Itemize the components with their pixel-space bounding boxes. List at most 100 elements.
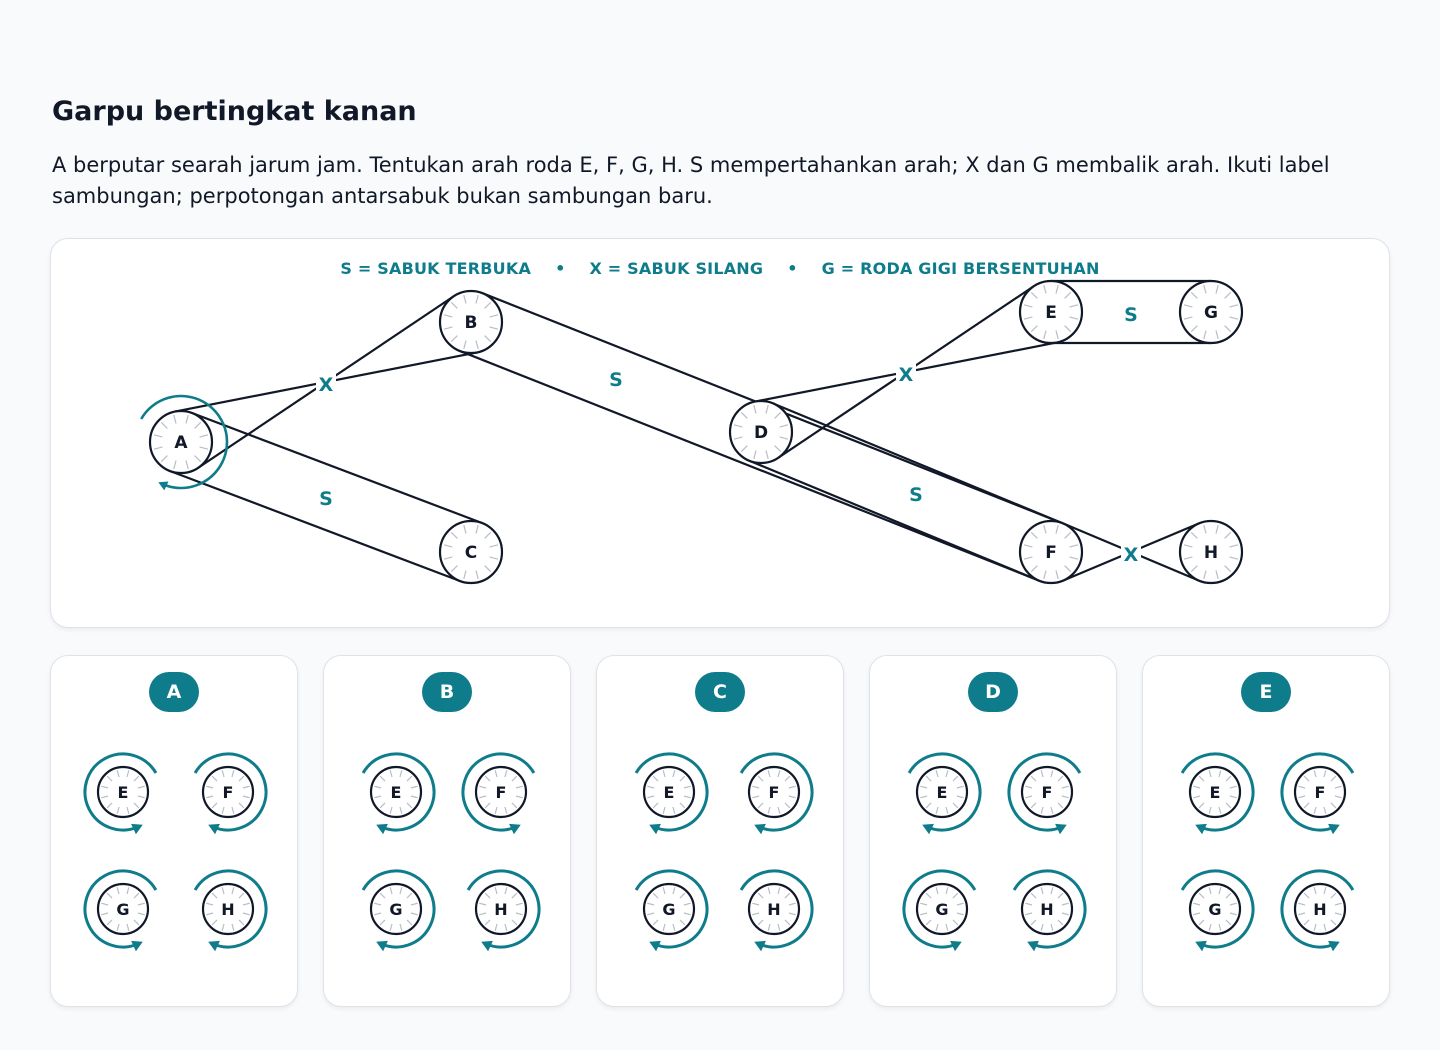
wheel-label: F [1315, 783, 1326, 802]
wheel-spoke [479, 785, 487, 789]
wheel-spoke [1040, 887, 1044, 895]
option-badge: B [422, 672, 472, 712]
wheel-spoke [1298, 795, 1306, 799]
wheel-spoke [406, 892, 413, 899]
wheel-label: F [769, 783, 780, 802]
wheel-spoke [1055, 524, 1059, 534]
question-prompt: A berputar searah jarum jam. Tentukan ar… [52, 153, 1330, 208]
wheel-spoke [1229, 556, 1239, 560]
wheel-spoke [126, 806, 130, 814]
wheel-spoke [221, 923, 225, 931]
wheel-spoke [1218, 806, 1222, 814]
wheel-spoke [1229, 304, 1239, 308]
wheel-spoke [463, 340, 467, 350]
wheel-spoke [956, 785, 964, 789]
rotation-arc [140, 394, 229, 490]
wheel-c: C [438, 519, 504, 585]
wheel-g: G [642, 882, 696, 936]
wheel-spoke [679, 802, 686, 809]
counterclockwise-arrow-icon [1280, 869, 1355, 952]
wheel-spoke [475, 570, 479, 580]
wheel-label: H [1313, 900, 1326, 919]
wheel-spoke [683, 795, 691, 799]
wheel-spoke [679, 919, 686, 926]
wheel-spoke [211, 919, 218, 926]
wheel-spoke [410, 902, 418, 906]
wheel-spoke [1064, 325, 1072, 333]
wheel-spoke [752, 785, 760, 789]
wheel-spoke [1225, 892, 1232, 899]
wheel-spoke [379, 802, 386, 809]
wheel-spoke [199, 434, 209, 438]
rotation-arc [1180, 752, 1255, 832]
wheel-spoke [1057, 775, 1064, 782]
wheel-spoke [920, 785, 928, 789]
wheel-spoke [389, 887, 393, 895]
wheel-spoke [945, 806, 949, 814]
wheel-spoke [1303, 919, 1310, 926]
wheel-spoke [788, 902, 796, 906]
wheel-spoke [672, 923, 676, 931]
wheel-spoke [779, 424, 789, 428]
wheel-spoke [652, 775, 659, 782]
wheel-spoke [1064, 291, 1072, 299]
wheel-spoke [406, 919, 413, 926]
wheel-spoke [484, 775, 491, 782]
wheel-spoke [242, 902, 250, 906]
wheel-h: H [474, 882, 528, 936]
rotation-arc [1012, 869, 1087, 949]
wheel-spoke [1043, 330, 1047, 340]
wheel-spoke [767, 806, 771, 814]
wheel-spoke [1203, 570, 1207, 580]
wheel-spoke [774, 445, 782, 453]
wheel-spoke [1198, 775, 1205, 782]
clockwise-arrow-icon [361, 752, 436, 835]
rotation-arc [634, 752, 709, 832]
wheel-spoke [1330, 892, 1337, 899]
wheel-spoke [1040, 806, 1044, 814]
wheel-label: G [662, 900, 675, 919]
wheel-spoke [753, 450, 757, 460]
wheel-spoke [956, 795, 964, 799]
wheel-spoke [1050, 887, 1054, 895]
wheel-spoke [374, 912, 382, 916]
wheel-spoke [1208, 806, 1212, 814]
wheel-label: A [174, 433, 188, 453]
wheel-spoke [784, 775, 791, 782]
wheel-spoke [662, 887, 666, 895]
wheel-spoke [450, 335, 458, 343]
wheel-spoke [683, 902, 691, 906]
wheel-spoke [133, 802, 140, 809]
counterclockwise-arrow-icon [83, 869, 158, 952]
wheel-spoke [479, 902, 487, 906]
wheel-spoke [489, 326, 499, 330]
wheel-spoke [389, 806, 393, 814]
arrowhead [1055, 823, 1067, 835]
wheel-spoke [1025, 912, 1033, 916]
wheel-spoke [101, 785, 109, 789]
wheel-spoke [925, 802, 932, 809]
wheel-spoke [515, 785, 523, 789]
rotation-arc [1180, 869, 1255, 949]
wheel-label: F [223, 783, 234, 802]
rotation-arc [83, 869, 158, 949]
wheel-spoke [1055, 570, 1059, 580]
connection-label: X [1124, 544, 1139, 566]
wheel-spoke [479, 795, 487, 799]
wheel-spoke [779, 436, 789, 440]
wheel-spoke [1023, 544, 1033, 548]
wheel-spoke [952, 919, 959, 926]
arrowhead [376, 940, 388, 952]
wheel-spoke [211, 802, 218, 809]
counterclockwise-arrow-icon [1007, 752, 1082, 835]
wheel-label: H [1204, 543, 1218, 563]
wheel-f: F [1293, 765, 1347, 819]
wheel-f: F [474, 765, 528, 819]
belt-segment [772, 402, 1064, 525]
